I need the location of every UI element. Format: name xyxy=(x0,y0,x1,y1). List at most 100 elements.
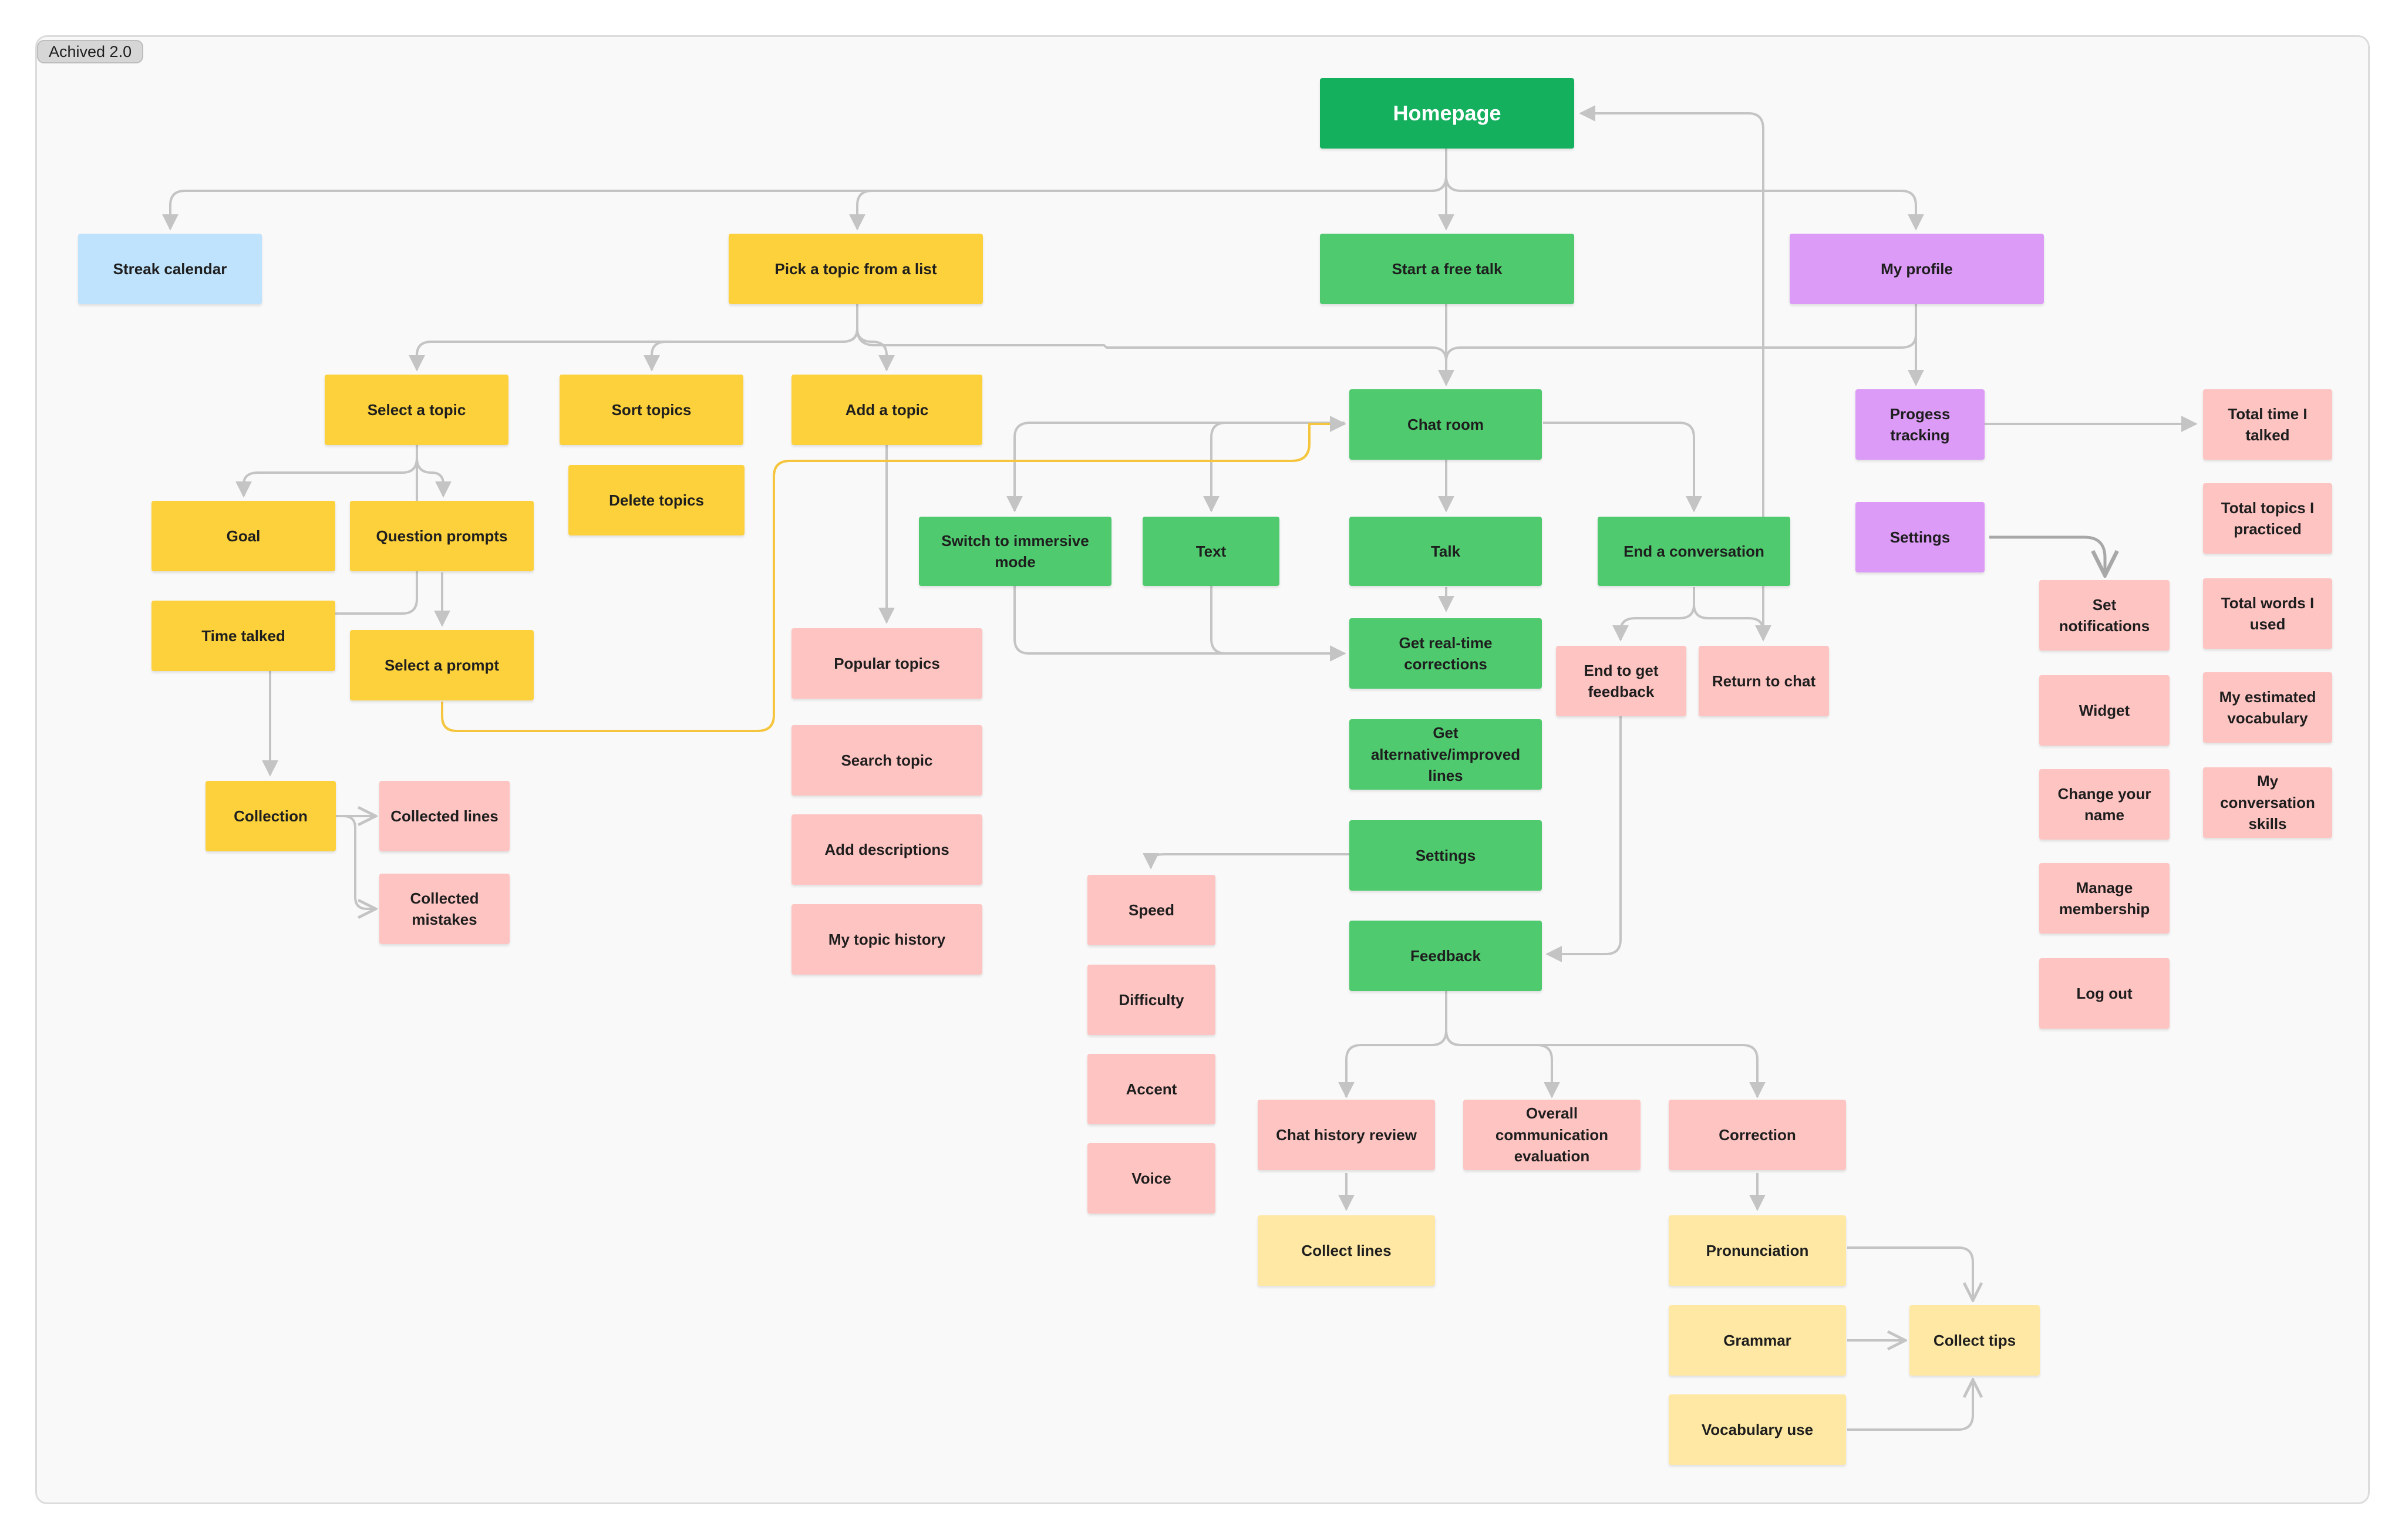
node-total-topics[interactable]: Total topics I practiced xyxy=(2203,483,2332,554)
node-label: Set notifications xyxy=(2059,595,2150,635)
node-collected-mistakes[interactable]: Collected mistakes xyxy=(379,874,510,944)
edge-collection-mistakes xyxy=(336,815,376,909)
node-popular-topics[interactable]: Popular topics xyxy=(791,628,982,699)
node-label: Question prompts xyxy=(376,527,508,545)
node-chat-room[interactable]: Chat room xyxy=(1349,389,1542,460)
node-return-chat[interactable]: Return to chat xyxy=(1699,646,1829,716)
edge-feedback-correction xyxy=(1445,1030,1766,1098)
node-label: Collect tips xyxy=(1933,1331,2016,1349)
node-label: Total topics I practiced xyxy=(2221,498,2315,538)
node-label: Return to chat xyxy=(1712,672,1816,690)
node-sort-topics[interactable]: Sort topics xyxy=(560,375,743,445)
node-accent[interactable]: Accent xyxy=(1087,1054,1215,1124)
node-label: Switch to immersive mode xyxy=(941,531,1089,571)
node-label: Select a topic xyxy=(367,400,466,419)
node-label: Streak calendar xyxy=(113,260,227,278)
node-goal[interactable]: Goal xyxy=(151,501,335,571)
node-chat-settings[interactable]: Settings xyxy=(1349,820,1542,891)
node-label: Total time I talked xyxy=(2228,405,2308,444)
node-label: Chat room xyxy=(1407,415,1484,433)
node-label: Text xyxy=(1195,542,1227,560)
edge-chatroom-text xyxy=(1210,422,1345,511)
node-search-topic[interactable]: Search topic xyxy=(791,725,982,796)
node-estimated-vocab[interactable]: My estimated vocabulary xyxy=(2203,672,2332,743)
node-chat-history-review[interactable]: Chat history review xyxy=(1258,1100,1435,1170)
node-label: Accent xyxy=(1126,1080,1177,1098)
node-label: Widget xyxy=(2079,701,2130,719)
node-correction[interactable]: Correction xyxy=(1669,1100,1846,1170)
node-label: My conversation skills xyxy=(2220,772,2315,833)
node-profile-settings[interactable]: Settings xyxy=(1855,502,1985,572)
node-vocabulary-use[interactable]: Vocabulary use xyxy=(1669,1394,1846,1465)
node-delete-topics[interactable]: Delete topics xyxy=(568,465,745,535)
node-time-talked[interactable]: Time talked xyxy=(151,601,335,671)
node-collected-lines[interactable]: Collected lines xyxy=(379,781,510,851)
node-label: Start a free talk xyxy=(1392,260,1503,278)
node-change-name[interactable]: Change your name xyxy=(2039,769,2170,840)
node-feedback[interactable]: Feedback xyxy=(1349,921,1542,991)
node-collect-tips[interactable]: Collect tips xyxy=(1909,1305,2040,1376)
node-pronunciation[interactable]: Pronunciation xyxy=(1669,1215,1846,1286)
node-label: Feedback xyxy=(1410,946,1481,965)
edge-feedback-overall xyxy=(1445,1030,1560,1098)
node-collect-lines[interactable]: Collect lines xyxy=(1258,1215,1435,1286)
node-widget[interactable]: Widget xyxy=(2039,675,2170,746)
node-talk[interactable]: Talk xyxy=(1349,517,1542,586)
node-label: Select a prompt xyxy=(384,656,500,674)
node-end-feedback[interactable]: End to get feedback xyxy=(1556,646,1686,716)
node-total-words[interactable]: Total words I used xyxy=(2203,578,2332,649)
node-overall-evaluation[interactable]: Overall communication evaluation xyxy=(1463,1100,1641,1170)
node-label: My estimated vocabulary xyxy=(2219,688,2316,727)
node-pick-topic[interactable]: Pick a topic from a list xyxy=(729,234,983,304)
node-label: Goal xyxy=(226,527,261,545)
node-total-time[interactable]: Total time I talked xyxy=(2203,389,2332,460)
node-grammar[interactable]: Grammar xyxy=(1669,1305,1846,1376)
edge-endfeedback-feedback xyxy=(1545,716,1622,962)
node-manage-membership[interactable]: Manage membership xyxy=(2039,863,2170,934)
node-my-profile[interactable]: My profile xyxy=(1790,234,2044,304)
node-log-out[interactable]: Log out xyxy=(2039,958,2170,1029)
node-select-prompt[interactable]: Select a prompt xyxy=(350,630,534,700)
node-topic-history[interactable]: My topic history xyxy=(791,904,982,975)
node-label: Overall communication evaluation xyxy=(1495,1104,1609,1165)
node-set-notifications[interactable]: Set notifications xyxy=(2039,580,2170,651)
node-immersive-mode[interactable]: Switch to immersive mode xyxy=(919,517,1111,586)
node-free-talk[interactable]: Start a free talk xyxy=(1320,234,1574,304)
node-label: Get alternative/improved lines xyxy=(1370,724,1521,785)
node-label: Collected mistakes xyxy=(410,889,479,928)
node-text[interactable]: Text xyxy=(1143,517,1279,586)
section-label[interactable]: Achived 2.0 xyxy=(37,40,144,63)
edge-home-pick xyxy=(849,176,1447,231)
edge-settings-options xyxy=(1143,852,1349,870)
node-label: My topic history xyxy=(828,930,946,948)
node-add-descriptions[interactable]: Add descriptions xyxy=(791,814,982,885)
node-select-topic[interactable]: Select a topic xyxy=(325,375,508,445)
node-realtime-corrections[interactable]: Get real-time corrections xyxy=(1349,618,1542,689)
node-add-topic[interactable]: Add a topic xyxy=(791,375,982,445)
edge-return-home xyxy=(1579,105,1764,640)
node-question-prompts[interactable]: Question prompts xyxy=(350,501,534,571)
node-label: Chat history review xyxy=(1276,1125,1417,1144)
node-label: Add descriptions xyxy=(824,840,949,858)
node-progress-tracking[interactable]: Progess tracking xyxy=(1855,389,1985,460)
edge-end-feedback xyxy=(1612,587,1695,642)
node-label: Homepage xyxy=(1393,100,1501,125)
node-voice[interactable]: Voice xyxy=(1087,1143,1215,1214)
node-homepage[interactable]: Homepage xyxy=(1320,78,1574,149)
node-difficulty[interactable]: Difficulty xyxy=(1087,965,1215,1035)
node-label: Pronunciation xyxy=(1706,1241,1809,1259)
edge-feedback-history xyxy=(1338,991,1447,1098)
node-label: Delete topics xyxy=(609,491,704,509)
node-collection[interactable]: Collection xyxy=(206,781,336,851)
node-streak-calendar[interactable]: Streak calendar xyxy=(78,234,262,304)
node-label: Change your name xyxy=(2057,784,2151,824)
edge-pick-add xyxy=(856,304,895,372)
node-alt-lines[interactable]: Get alternative/improved lines xyxy=(1349,719,1542,790)
node-label: Vocabulary use xyxy=(1701,1420,1814,1438)
edge-home-streak xyxy=(162,148,1447,231)
edge-vocab-tips xyxy=(1847,1380,1973,1431)
node-end-conversation[interactable]: End a conversation xyxy=(1598,517,1790,586)
node-conversation-skills[interactable]: My conversation skills xyxy=(2203,767,2332,838)
node-speed[interactable]: Speed xyxy=(1087,875,1215,945)
